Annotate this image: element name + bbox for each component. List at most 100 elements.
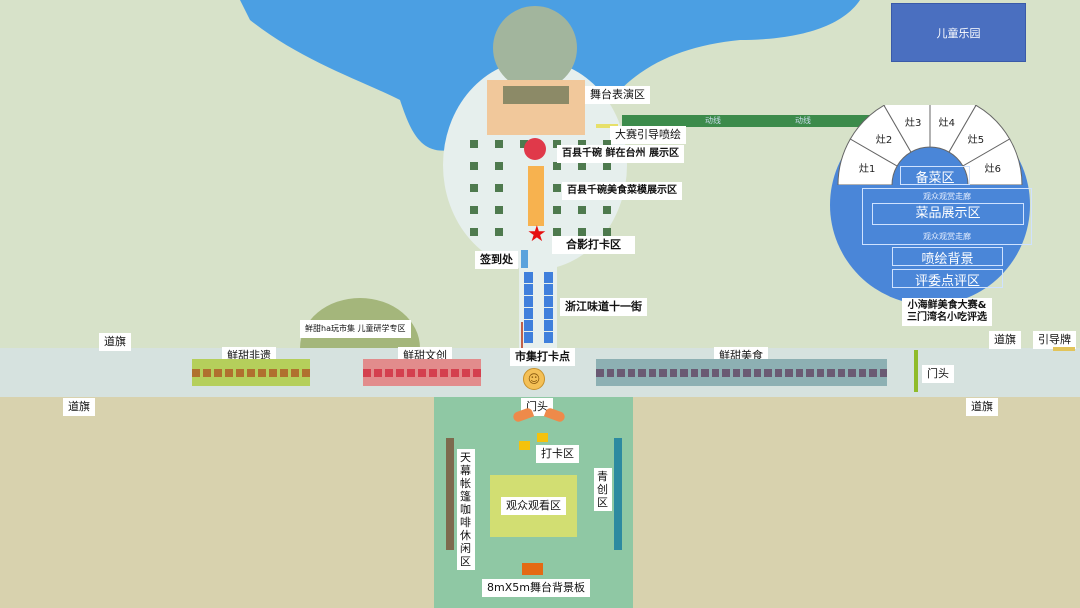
stall: [374, 368, 382, 377]
backdrop: [522, 563, 543, 575]
booth-marker: [553, 184, 561, 192]
stall: [462, 368, 470, 377]
contest-title-line1: 小海鲜美食大赛&: [907, 300, 987, 311]
kids-market-label: 鲜甜ha玩市集 儿童研学专区: [300, 320, 411, 338]
stall: [785, 368, 793, 377]
star-icon: ★: [527, 222, 547, 247]
route-band: [622, 115, 882, 127]
booth-marker: [603, 228, 611, 236]
stall: [385, 368, 393, 377]
booth-marker: [470, 228, 478, 236]
stage: [487, 80, 585, 135]
food-stall: [524, 284, 533, 295]
market-checkin-label: 市集打卡点: [510, 348, 575, 366]
booth-marker: [495, 228, 503, 236]
booth-marker: [495, 162, 503, 170]
contest-title: 小海鲜美食大赛&三门湾名小吃评选: [902, 298, 992, 326]
checkin-box: [537, 433, 548, 442]
route-label-1: 动线: [705, 116, 721, 125]
stall: [258, 368, 266, 377]
smiley-icon: ☺: [523, 368, 545, 390]
stall: [680, 368, 688, 377]
prep-zone: 备菜区: [900, 166, 970, 186]
stove-segment: [962, 138, 1023, 185]
stall: [627, 368, 635, 377]
stall: [764, 368, 772, 377]
food-stall: [524, 332, 533, 343]
stall: [617, 368, 625, 377]
stove-label: 灶1: [859, 162, 875, 175]
audience-label: 观众观看区: [501, 497, 566, 515]
stall: [774, 368, 782, 377]
flag-label: 道旗: [63, 398, 95, 416]
booth-marker: [495, 184, 503, 192]
youth-bar: [614, 438, 622, 550]
guide-sign: [1053, 347, 1075, 351]
stall: [291, 368, 299, 377]
food-stalls: [596, 359, 887, 386]
bowl-display-circle: [524, 138, 546, 160]
stall: [722, 368, 730, 377]
signin-label: 签到处: [475, 251, 518, 269]
heritage-stalls: [192, 359, 310, 386]
booth-marker: [578, 206, 586, 214]
booth-marker: [603, 206, 611, 214]
checkin-box: [519, 441, 530, 450]
guide-paint-label: 大赛引导喷绘: [610, 126, 686, 144]
stall: [440, 368, 448, 377]
stall: [606, 368, 614, 377]
stall: [236, 368, 244, 377]
cafe-bar: [446, 438, 454, 550]
paint-zone: 喷绘背景: [892, 247, 1003, 267]
signin-desk: [521, 250, 528, 268]
stall: [280, 368, 288, 377]
booth-marker: [553, 206, 561, 214]
booth-marker: [603, 140, 611, 148]
stall: [429, 368, 437, 377]
booth-marker: [603, 162, 611, 170]
corridor-bottom-label: 观众观赏走廊: [923, 232, 971, 241]
stall: [806, 368, 814, 377]
stall: [363, 368, 371, 377]
stall: [638, 368, 646, 377]
stall: [648, 368, 656, 377]
stall: [858, 368, 866, 377]
food-stall: [524, 296, 533, 307]
food-stall: [544, 320, 553, 331]
contest-title-line2: 三门湾名小吃评选: [907, 312, 987, 323]
booth-marker: [495, 140, 503, 148]
stage-label: 舞台表演区: [585, 86, 650, 104]
stove-label: 灶2: [876, 133, 892, 146]
booth-marker: [470, 140, 478, 148]
creative-stalls: [363, 359, 481, 386]
stall: [669, 368, 677, 377]
stove-segment: [883, 105, 931, 153]
food-stall: [544, 296, 553, 307]
booth-marker: [578, 228, 586, 236]
food-stall: [524, 320, 533, 331]
stall: [596, 368, 604, 377]
stall: [451, 368, 459, 377]
stall: [302, 368, 310, 377]
corridor-top-label: 观众观赏走廊: [923, 192, 971, 201]
stall: [711, 368, 719, 377]
audience-area: 观众观看区: [490, 475, 577, 537]
flag-label: 道旗: [99, 333, 131, 351]
viewing-corridor: 观众观赏走廊 菜品展示区 观众观赏走廊: [862, 188, 1032, 245]
stall: [418, 368, 426, 377]
stall: [795, 368, 803, 377]
food-stall: [524, 272, 533, 283]
gate-post: [914, 350, 918, 392]
stall: [269, 368, 277, 377]
food-stall: [524, 308, 533, 319]
food-stall: [544, 272, 553, 283]
stall: [732, 368, 740, 377]
kids-park: 儿童乐园: [891, 3, 1026, 62]
stall: [848, 368, 856, 377]
street-label: 浙江味道十一街: [560, 298, 647, 316]
route-label-2: 动线: [795, 116, 811, 125]
stall: [869, 368, 877, 377]
stove-label: 灶5: [968, 133, 984, 146]
guide-sign-label: 引导牌: [1033, 331, 1076, 349]
